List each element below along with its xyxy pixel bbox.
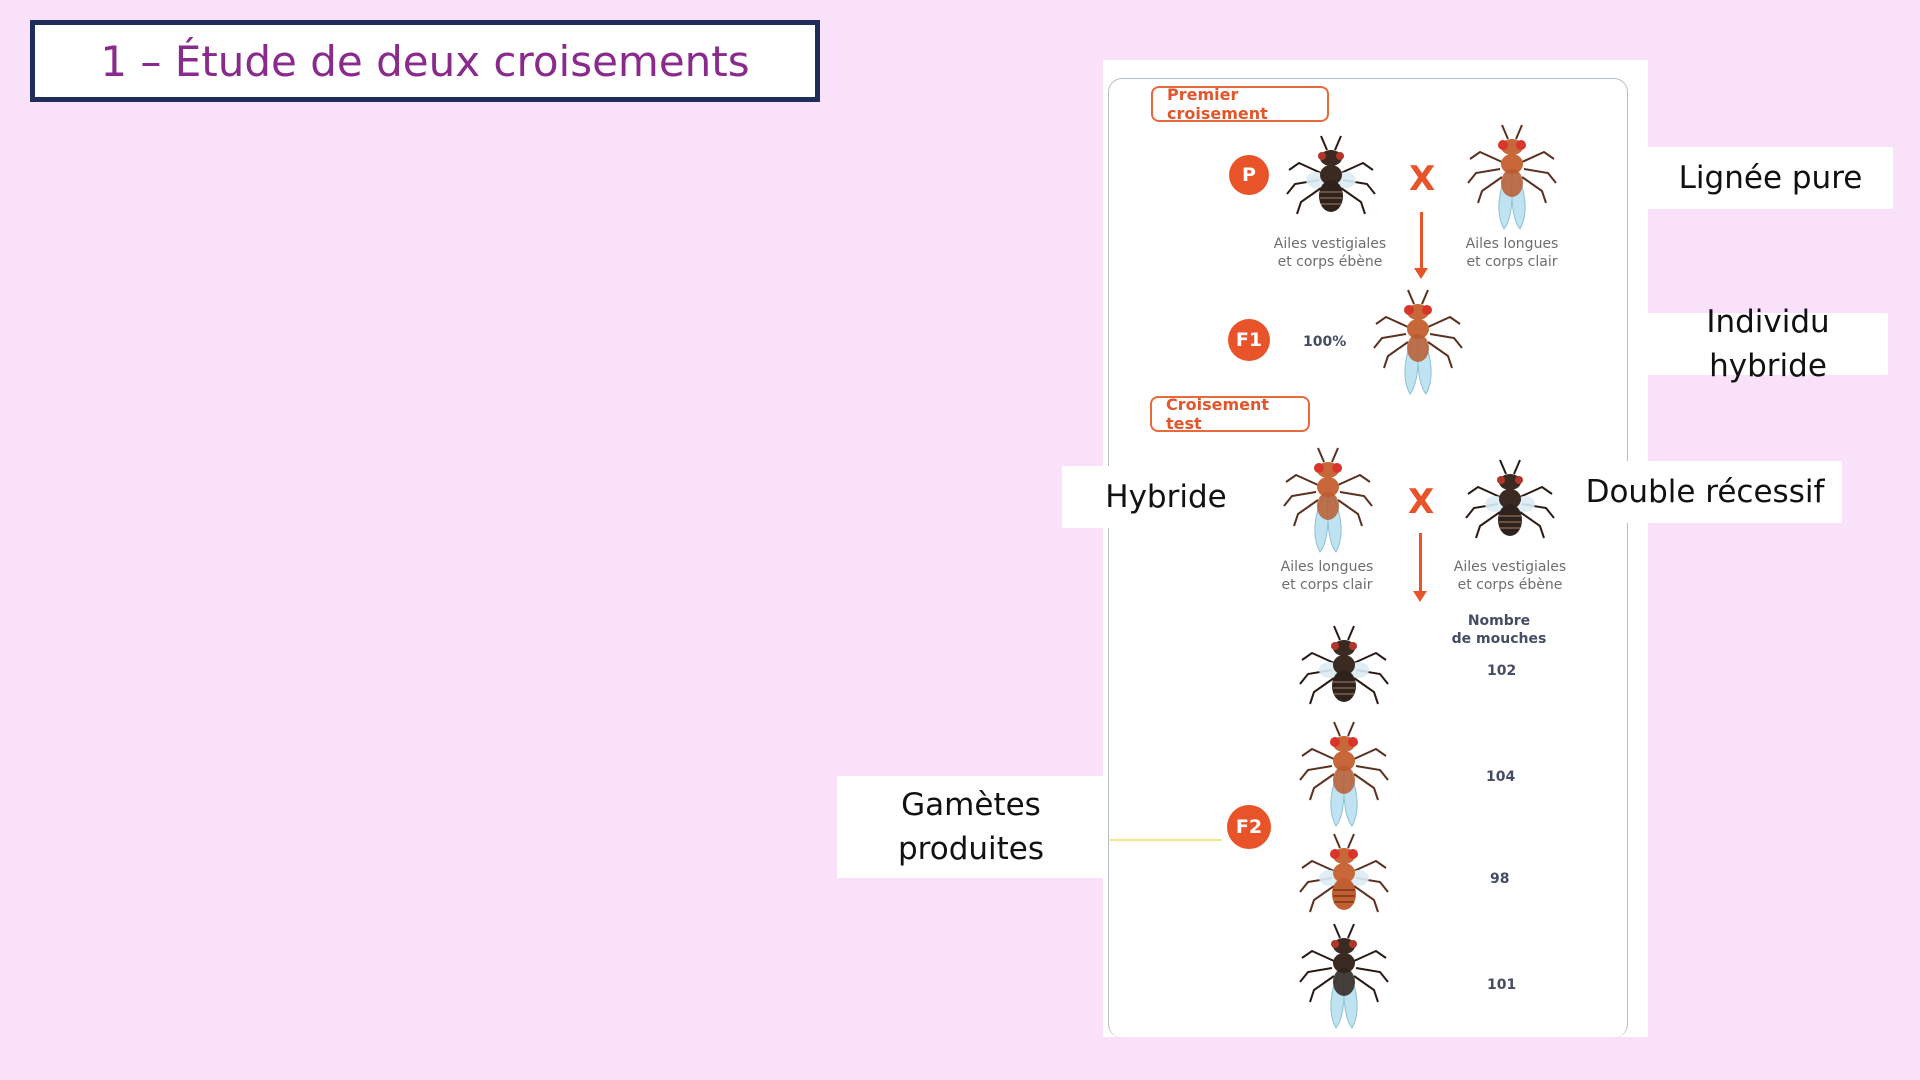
fly-dark-vestigial-icon bbox=[1286, 135, 1376, 215]
callout-double-recessif: Double récessif bbox=[1568, 461, 1842, 523]
callout-lignee-pure: Lignée pure bbox=[1648, 147, 1893, 209]
callout-hybride: Hybride bbox=[1062, 466, 1270, 528]
slide-title-box: 1 – Étude de deux croisements bbox=[30, 20, 820, 102]
f2-count-3: 98 bbox=[1490, 871, 1510, 887]
diagram-panel bbox=[1103, 60, 1648, 1037]
cross-symbol-2: X bbox=[1408, 482, 1435, 522]
fly-f2-light-long-icon bbox=[1299, 721, 1389, 827]
caption-p-left: Ailes vestigiales et corps ébène bbox=[1260, 235, 1400, 271]
arrow-down-1 bbox=[1414, 212, 1428, 279]
count-header-line2: de mouches bbox=[1451, 631, 1547, 647]
gametes-pointer-line bbox=[1110, 839, 1222, 841]
f2-count-4: 101 bbox=[1487, 977, 1517, 993]
fly-test-double-recessive-icon bbox=[1465, 459, 1555, 539]
badge-f1: F1 bbox=[1228, 319, 1270, 361]
section-label-croisement-test: Croisement test bbox=[1150, 395, 1310, 433]
fly-f2-light-vestigial-icon bbox=[1299, 833, 1389, 913]
badge-p: P bbox=[1229, 155, 1269, 195]
slide-title: 1 – Étude de deux croisements bbox=[100, 36, 750, 86]
fly-f2-dark-long-icon bbox=[1299, 923, 1389, 1029]
caption-test-right-line1: Ailes vestigiales bbox=[1453, 559, 1567, 575]
fly-test-hybrid-icon bbox=[1283, 447, 1373, 553]
caption-test-right: Ailes vestigiales et corps ébène bbox=[1440, 558, 1580, 594]
caption-p-right-line1: Ailes longues bbox=[1465, 236, 1559, 252]
count-header: Nombre de mouches bbox=[1434, 612, 1564, 648]
fly-light-long-wings-icon bbox=[1467, 124, 1557, 230]
fly-f2-dark-vestigial-icon bbox=[1299, 625, 1389, 705]
f2-count-1: 102 bbox=[1487, 663, 1517, 679]
caption-p-left-line1: Ailes vestigiales bbox=[1273, 236, 1387, 252]
callout-individu-hybride: Individu hybride bbox=[1648, 304, 1888, 384]
caption-p-right: Ailes longues et corps clair bbox=[1442, 235, 1582, 271]
f1-percent: 100% bbox=[1303, 334, 1347, 350]
badge-f2: F2 bbox=[1227, 805, 1271, 849]
callout-gametes-produites: Gamètes produites bbox=[837, 776, 1105, 878]
diagram-frame bbox=[1108, 78, 1628, 1038]
caption-test-right-line2: et corps ébène bbox=[1457, 577, 1563, 593]
callout-gametes-line2: produites bbox=[897, 831, 1045, 867]
arrow-down-2 bbox=[1413, 533, 1427, 602]
caption-test-left-line1: Ailes longues bbox=[1280, 559, 1374, 575]
count-header-line1: Nombre bbox=[1467, 613, 1531, 629]
section-label-premier-croisement: Premier croisement bbox=[1151, 85, 1329, 123]
fly-f1-hybrid-icon bbox=[1373, 289, 1463, 395]
caption-test-left-line2: et corps clair bbox=[1281, 577, 1373, 593]
f2-count-2: 104 bbox=[1486, 769, 1516, 785]
callout-gametes-line1: Gamètes bbox=[901, 787, 1041, 823]
caption-p-right-line2: et corps clair bbox=[1466, 254, 1558, 270]
caption-test-left: Ailes longues et corps clair bbox=[1257, 558, 1397, 594]
cross-symbol-1: X bbox=[1409, 159, 1436, 199]
caption-p-left-line2: et corps ébène bbox=[1277, 254, 1383, 270]
